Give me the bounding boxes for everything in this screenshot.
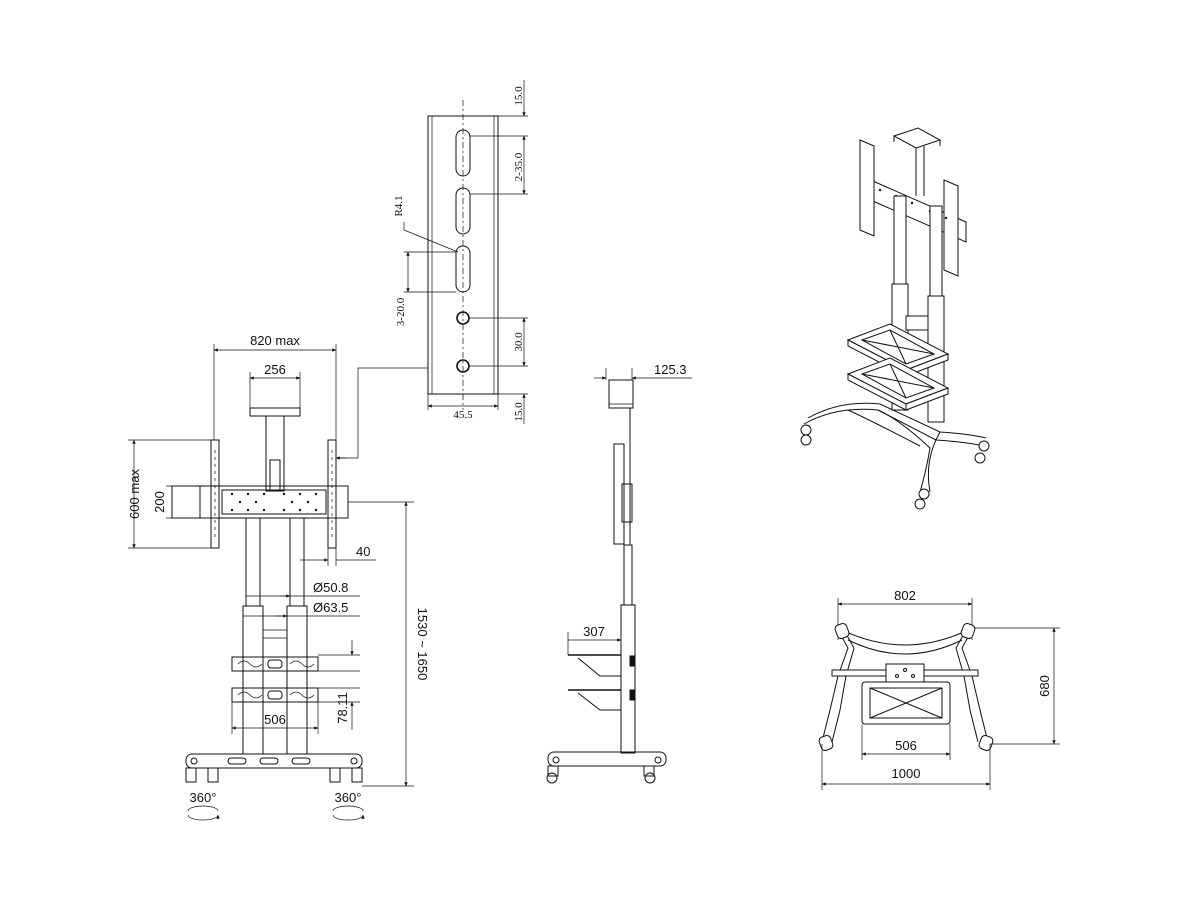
shelf-width-label: 506 <box>264 712 286 727</box>
width-dimension: 820 max <box>213 333 337 440</box>
side-shelf-depth-label: 307 <box>583 624 605 639</box>
camera-shelf <box>249 407 301 492</box>
pole-diameter-upper: Ø50.8 <box>313 580 348 595</box>
detail-leader <box>335 367 428 460</box>
detail-top-label: 15.0 <box>513 86 525 106</box>
isometric-view <box>800 127 990 510</box>
base-depth-label: 680 <box>1037 675 1052 697</box>
pole-diameter-lower: Ø63.5 <box>313 600 348 615</box>
total-height-label: 1530 ~ 1650 <box>415 608 430 681</box>
side-view: 125.3 307 <box>546 362 692 784</box>
slot-3 <box>455 245 471 293</box>
hole-2 <box>456 359 470 373</box>
total-height-dimension: 1530 ~ 1650 <box>348 501 430 787</box>
detail-width-label: 45.5 <box>453 409 473 421</box>
iso-shelves <box>846 323 950 411</box>
caster-left-label: 360° <box>190 790 217 805</box>
detail-slot-label: 2-35.0 <box>513 152 525 181</box>
shelf-spacing-dimension: 78.11 <box>318 640 360 730</box>
caster-rotation-right: 360° <box>332 790 365 821</box>
mount-arms <box>210 439 337 549</box>
caster-rotation-left: 360° <box>187 790 220 821</box>
side-shelves <box>568 654 635 711</box>
detail-bottom-label: 15.0 <box>513 402 525 422</box>
top-bracket-label: 256 <box>264 362 286 377</box>
caster-right-label: 360° <box>335 790 362 805</box>
slot-1 <box>455 129 471 177</box>
base-total-width-label: 1000 <box>892 766 921 781</box>
detail-view: 15.0 2-35.0 30.0 15.0 R4.1 3-20.0 45.5 <box>393 80 528 424</box>
offset-dimension: 40 <box>300 520 376 566</box>
width-label: 820 max <box>250 333 300 348</box>
hole-1 <box>456 311 470 325</box>
detail-slot-pitch-label: 3-20.0 <box>395 297 407 326</box>
shelf-spacing-label: 78.11 <box>335 692 350 724</box>
height-label: 600 max <box>127 469 142 519</box>
inner-height-dimension: 200 <box>152 485 201 519</box>
detail-radius-label: R4.1 <box>393 195 405 216</box>
casters <box>185 767 363 783</box>
detail-hole-pitch-label: 30.0 <box>513 332 525 352</box>
base-shelf-width-label: 506 <box>895 738 917 753</box>
side-top-label: 125.3 <box>654 362 687 377</box>
base-view: 802 680 506 1 <box>818 588 1060 790</box>
front-view: 820 max 256 <box>127 333 430 821</box>
base <box>185 753 363 769</box>
top-bracket-dimension: 256 <box>249 362 301 410</box>
height-dimension: 600 max <box>127 439 214 549</box>
shelves <box>231 656 319 703</box>
shelf-width-dimension: 506 <box>231 702 319 734</box>
pole-diameter-dimensions: Ø50.8 Ø63.5 <box>243 580 360 618</box>
slot-2 <box>455 187 471 235</box>
base-width-label: 802 <box>894 588 916 603</box>
inner-height-label: 200 <box>152 491 167 513</box>
offset-label: 40 <box>356 544 370 559</box>
